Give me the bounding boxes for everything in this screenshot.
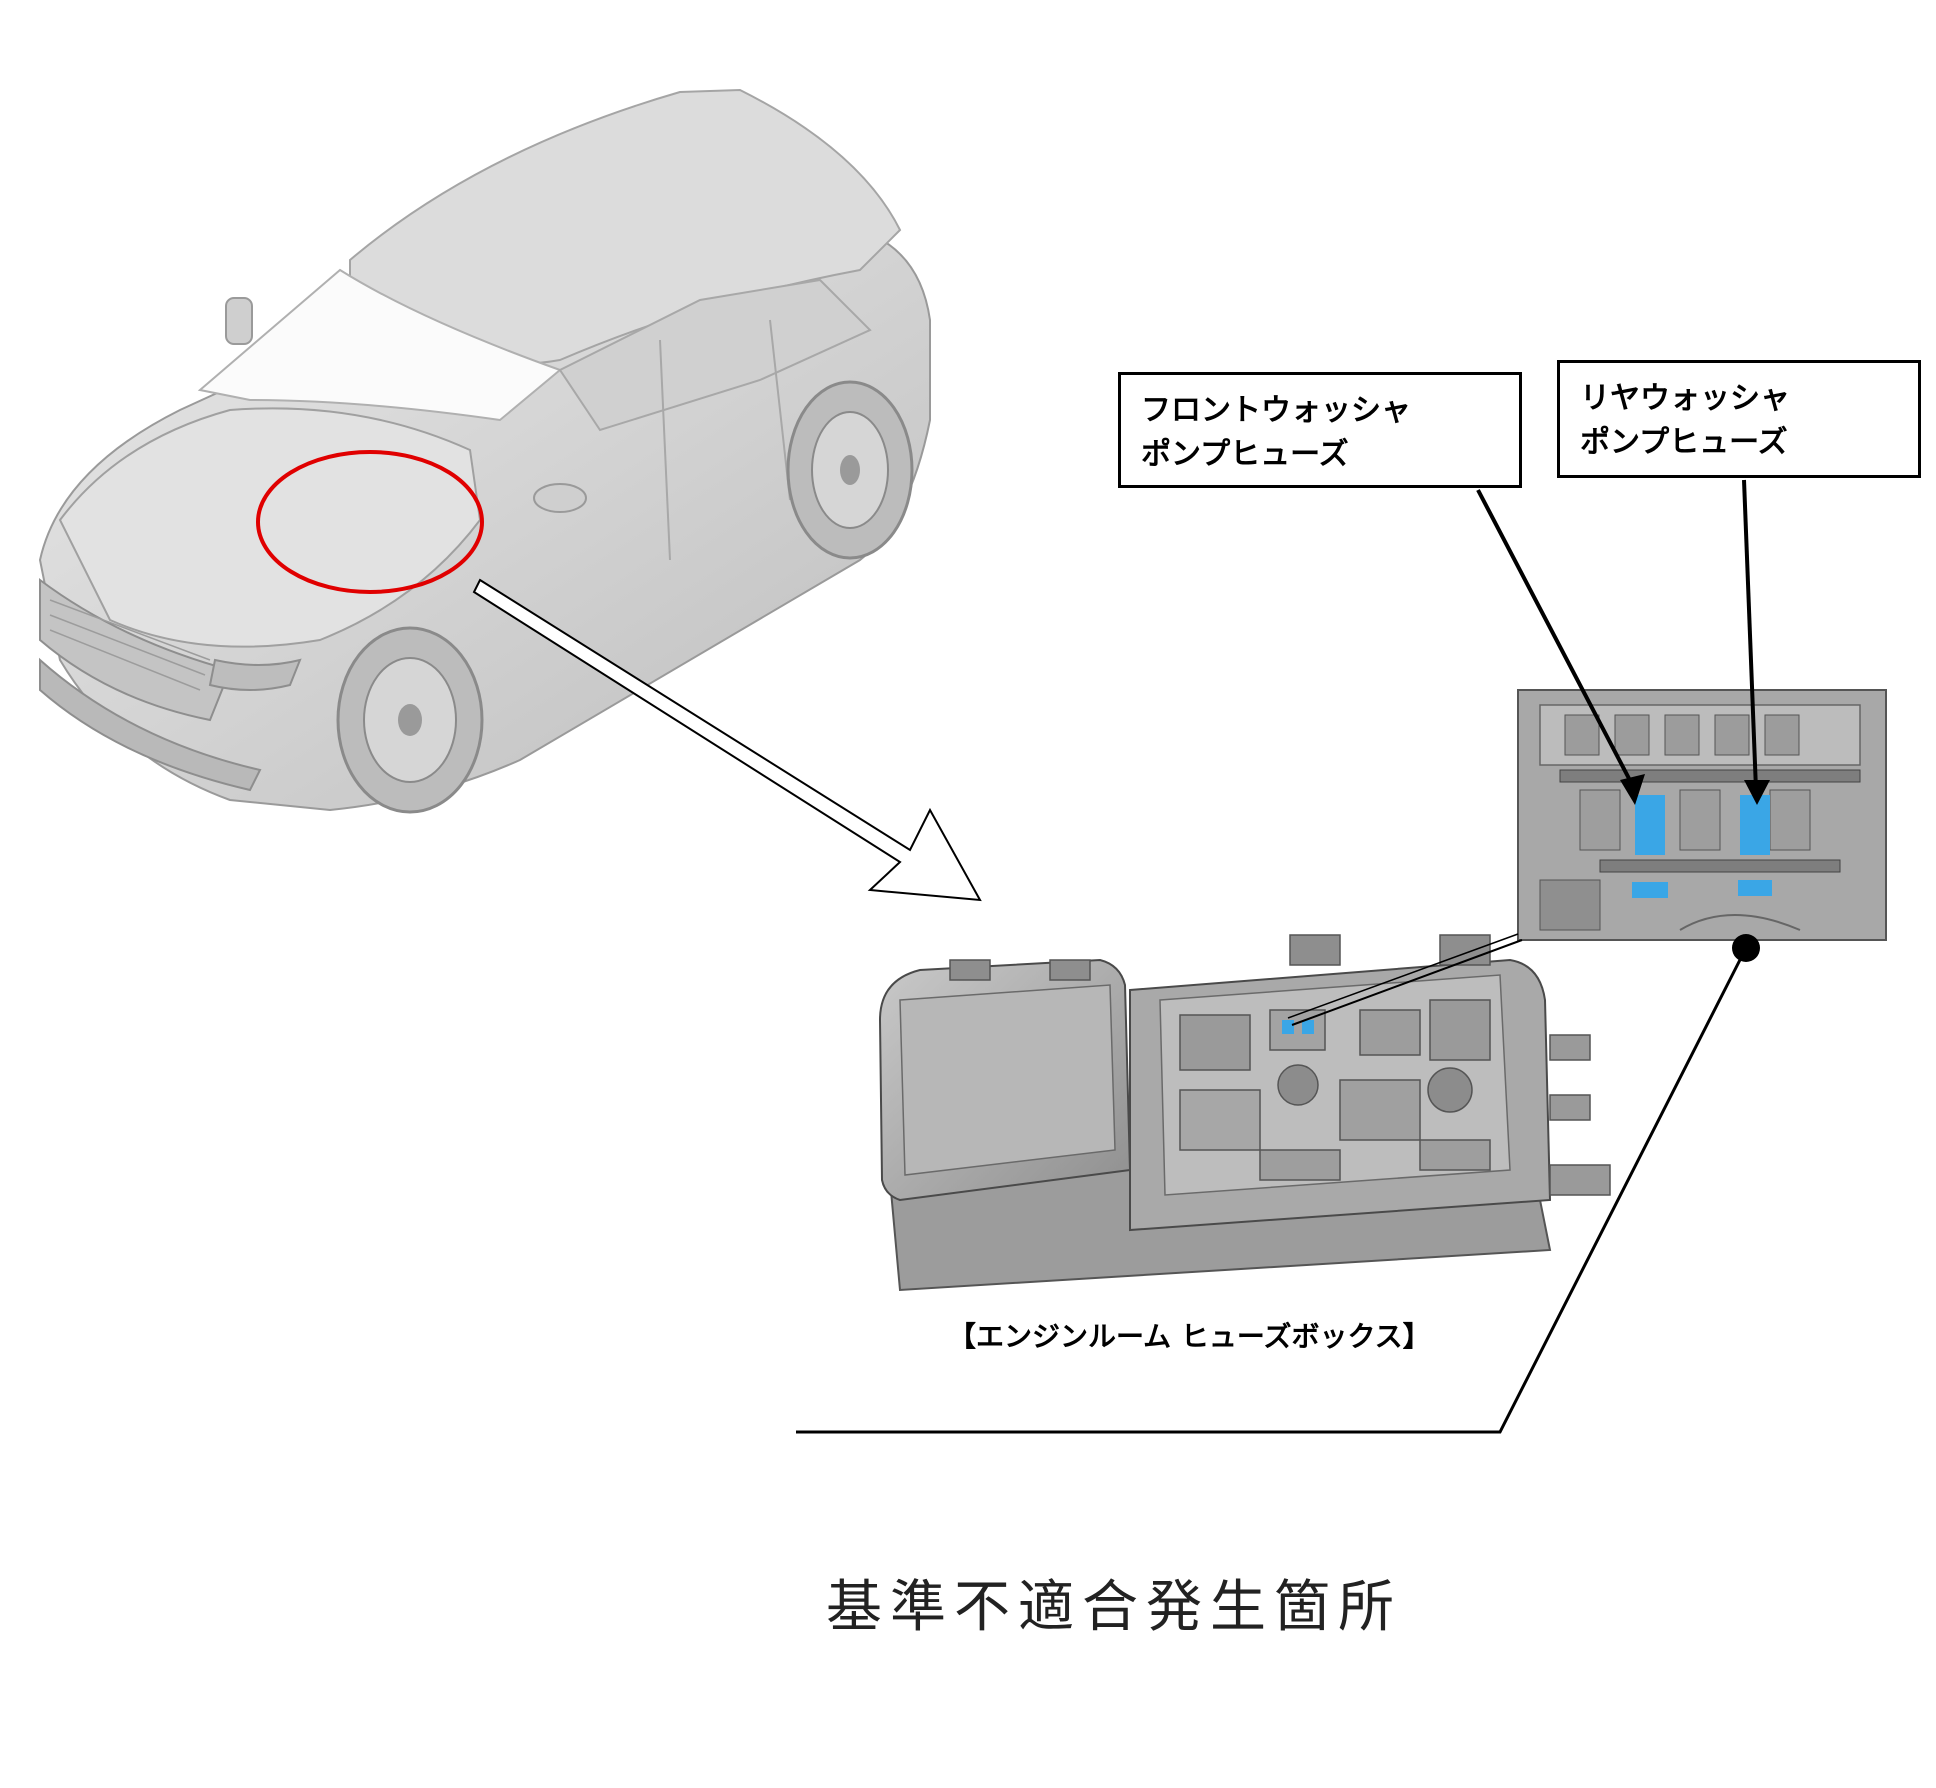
- car-illustration: [38, 88, 931, 814]
- front-callout-arrow: [1476, 489, 1645, 805]
- rear-washer-fuse-callout: リヤウォッシャ ポンプヒューズ: [1557, 360, 1921, 478]
- callout-line-1: リヤウォッシャ: [1580, 381, 1790, 416]
- callout-line-1: フロントウォッシャ: [1141, 393, 1411, 428]
- callout-line-2: ポンプヒューズ: [1141, 437, 1349, 472]
- front-wheel: [336, 626, 484, 814]
- rear-washer-fuse: [1740, 795, 1770, 855]
- front-washer-fuse-callout: フロントウォッシャ ポンプヒューズ: [1118, 372, 1522, 488]
- front-washer-fuse: [1635, 795, 1665, 855]
- defect-location-label: 基準不適合発生箇所: [826, 1575, 1402, 1640]
- defect-leader-line: [796, 934, 1760, 1434]
- hollow-arrow: [472, 578, 982, 902]
- highlight-circle: [256, 450, 484, 594]
- fuse-zoom-inset: [1517, 689, 1887, 941]
- rear-callout-arrow: [1742, 479, 1770, 805]
- engine-room-fuse-box: [878, 934, 1611, 1292]
- zoom-leader-line: [1291, 939, 1523, 1026]
- rear-wheel: [786, 380, 914, 560]
- callout-line-2: ポンプヒューズ: [1580, 425, 1788, 460]
- fuse-box-caption: 【エンジンルーム ヒューズボックス】: [948, 1320, 1431, 1353]
